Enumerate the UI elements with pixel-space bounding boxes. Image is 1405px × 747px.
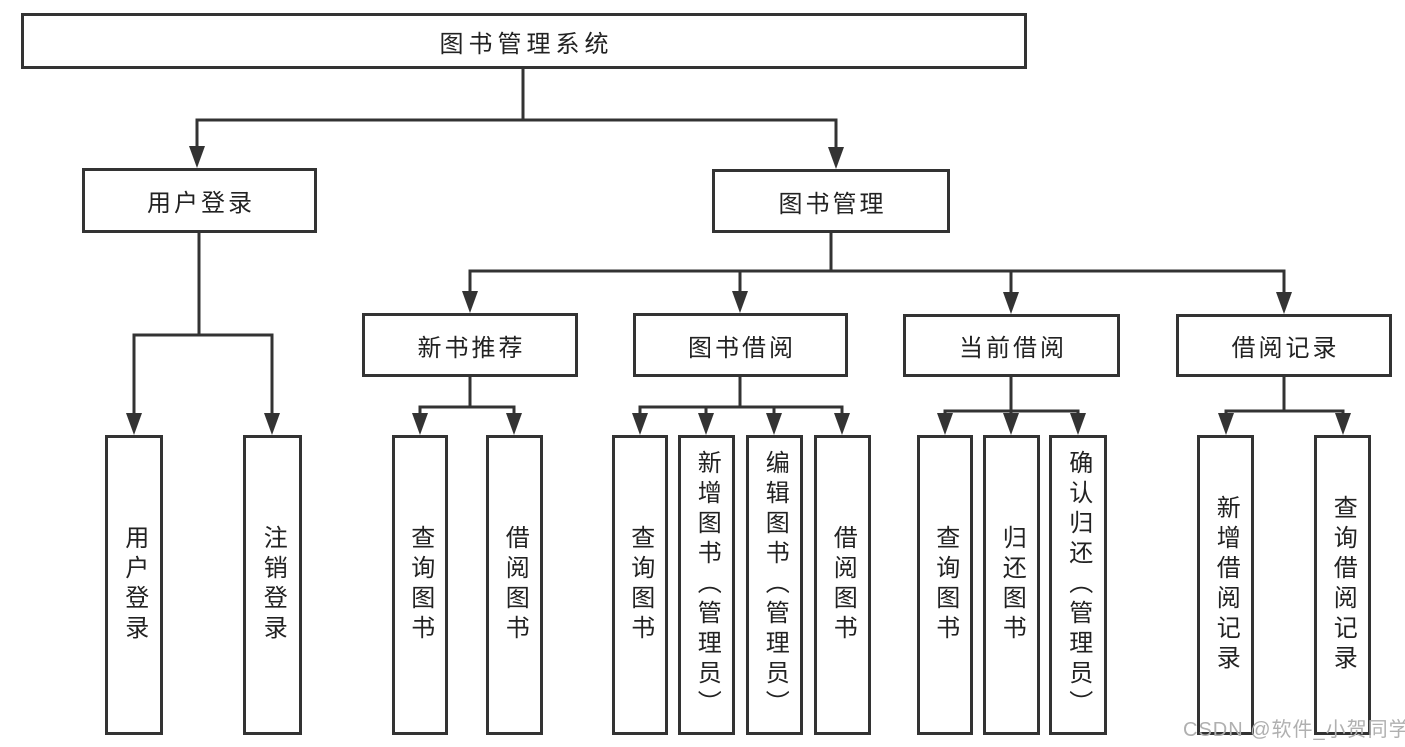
node-label: 编辑图书（管理员） <box>761 450 789 720</box>
node-label: 新增图书（管理员） <box>693 450 721 720</box>
node-label: 查询借阅记录 <box>1329 495 1357 675</box>
node-label: 用户登录 <box>120 525 148 645</box>
node-label: 新增借阅记录 <box>1212 495 1240 675</box>
leaf-return-books: 归还图书 <box>983 435 1040 735</box>
node-label: 新书推荐 <box>417 334 526 362</box>
node-book-borrow: 图书借阅 <box>633 313 848 377</box>
leaf-add-books-admin: 新增图书（管理员） <box>678 435 735 735</box>
connector-borrow-records-to-leaves <box>1218 375 1351 435</box>
connector-new-book-recommend-to-leaves <box>412 375 522 435</box>
node-label: 查询图书 <box>626 525 654 645</box>
node-label: 借阅图书 <box>829 525 857 645</box>
node-label: 注销登录 <box>259 525 287 645</box>
node-label: 图书借阅 <box>688 334 796 362</box>
leaf-query-books-borrow: 查询图书 <box>612 435 668 735</box>
node-label: 归还图书 <box>998 525 1026 645</box>
node-library-management-system: 图书管理系统 <box>21 13 1027 69</box>
connector-current-borrow-to-leaves <box>937 375 1086 435</box>
node-current-borrow: 当前借阅 <box>903 314 1120 377</box>
leaf-query-books-recommend: 查询图书 <box>392 435 448 735</box>
connector-root-to-level1 <box>189 67 844 169</box>
leaf-logout: 注销登录 <box>243 435 302 735</box>
leaf-edit-books-admin: 编辑图书（管理员） <box>746 435 803 735</box>
leaf-borrow-books: 借阅图书 <box>814 435 871 735</box>
connector-book-management-to-level2 <box>462 231 1292 314</box>
leaf-add-borrow-record: 新增借阅记录 <box>1197 435 1254 735</box>
node-book-management: 图书管理 <box>712 169 950 233</box>
node-label: 当前借阅 <box>959 335 1067 362</box>
node-label: 图书管理系统 <box>439 30 614 58</box>
node-new-book-recommend: 新书推荐 <box>362 313 578 377</box>
node-borrow-records: 借阅记录 <box>1176 314 1392 377</box>
node-label: 图书管理 <box>778 190 887 218</box>
leaf-borrow-books-recommend: 借阅图书 <box>486 435 543 735</box>
node-user-login: 用户登录 <box>82 168 317 233</box>
node-label: 借阅记录 <box>1231 335 1340 362</box>
leaf-user-login: 用户登录 <box>105 435 163 735</box>
node-label: 用户登录 <box>147 190 255 217</box>
leaf-query-books-current: 查询图书 <box>917 435 973 735</box>
node-label: 查询图书 <box>406 525 434 645</box>
leaf-confirm-return-admin: 确认归还（管理员） <box>1049 435 1107 735</box>
connector-book-borrow-to-leaves <box>632 375 850 435</box>
node-label: 查询图书 <box>931 525 959 645</box>
node-label: 借阅图书 <box>501 525 529 645</box>
leaf-query-borrow-record: 查询借阅记录 <box>1314 435 1371 735</box>
node-label: 确认归还（管理员） <box>1064 450 1092 720</box>
connector-user-login-to-leaves <box>126 231 280 435</box>
watermark: CSDN @软件_小贺同学 <box>1183 719 1405 741</box>
